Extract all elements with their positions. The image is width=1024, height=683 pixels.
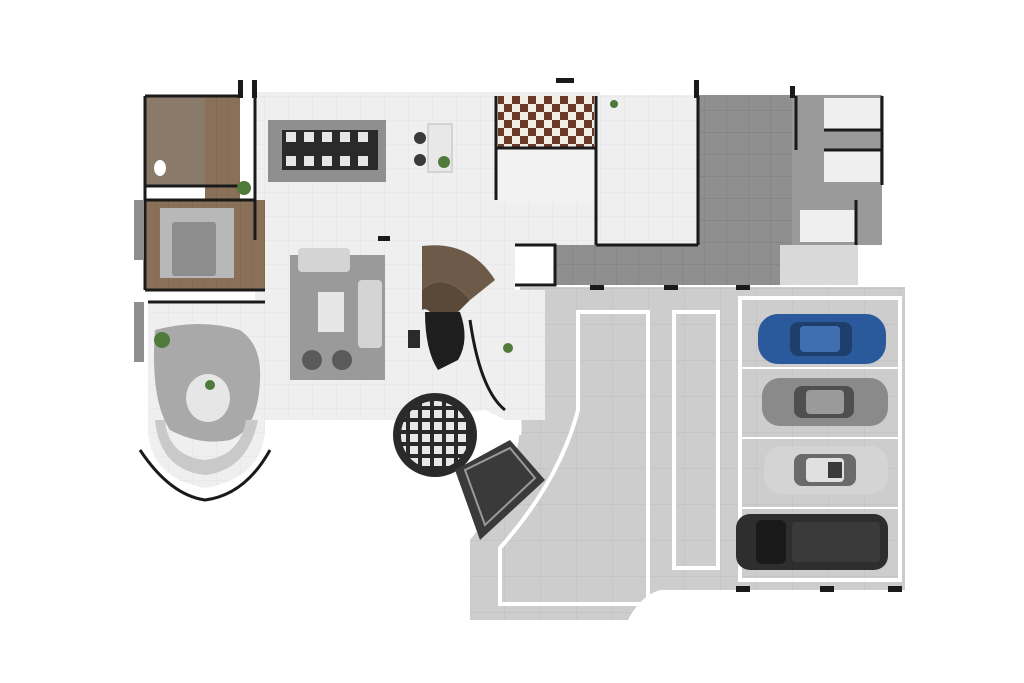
- sofa: [358, 280, 382, 348]
- sofa: [298, 248, 350, 272]
- service-area: [555, 95, 858, 285]
- entrance-porch: [393, 393, 545, 540]
- staircase: [422, 245, 495, 330]
- sectional-sofa: [155, 420, 258, 475]
- grand-piano: [408, 312, 465, 370]
- plant: [154, 100, 618, 390]
- dining-room: [268, 120, 386, 182]
- kitchen: [498, 95, 700, 245]
- bedroom: [145, 200, 265, 290]
- armchair: [332, 350, 352, 370]
- bathroom: [145, 96, 205, 186]
- coffee-table: [186, 374, 230, 422]
- lounge: [148, 302, 265, 488]
- dressing-room: [205, 96, 240, 200]
- wall-segments: [134, 78, 795, 362]
- garage: [590, 284, 902, 592]
- armchair: [302, 350, 322, 370]
- walls: [143, 94, 884, 412]
- living-room: [290, 248, 385, 380]
- car: [736, 514, 888, 570]
- car: [762, 378, 888, 426]
- car: [758, 314, 886, 364]
- bedroom-wing: [792, 95, 882, 245]
- coffee-table: [318, 292, 344, 332]
- car: [764, 446, 888, 494]
